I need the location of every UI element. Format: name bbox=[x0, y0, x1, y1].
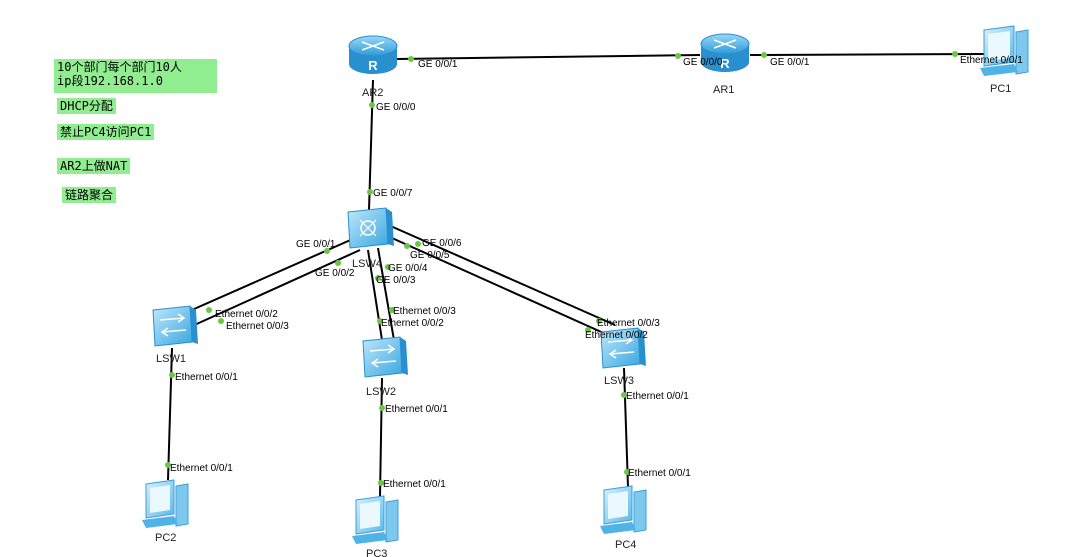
switch-icon bbox=[600, 327, 646, 369]
switch-lsw1[interactable]: LSW1 bbox=[152, 305, 198, 365]
device-label-pc1: PC1 bbox=[990, 83, 1011, 95]
port-label: GE 0/0/4 bbox=[388, 263, 428, 274]
router-ar1[interactable]: R AR1 bbox=[700, 33, 750, 96]
port-label: GE 0/0/0 bbox=[683, 57, 723, 68]
svg-text:R: R bbox=[368, 58, 378, 73]
port-label: Ethernet 0/0/3 bbox=[393, 306, 456, 317]
pc-pc4[interactable]: PC4 bbox=[600, 485, 647, 551]
link-ar1-pc1 bbox=[749, 53, 986, 56]
switch-icon bbox=[152, 305, 198, 347]
router-icon: R bbox=[348, 35, 398, 74]
note-dhcp: DHCP分配 bbox=[57, 98, 116, 114]
port-label: GE 0/0/7 bbox=[373, 188, 413, 199]
port-label: Ethernet 0/0/2 bbox=[585, 330, 648, 341]
note-acl: 禁止PC4访问PC1 bbox=[57, 124, 155, 140]
device-label-lsw3: LSW3 bbox=[604, 375, 634, 387]
link-ar2-ar1 bbox=[396, 54, 701, 60]
link-lsw4-lsw2-a bbox=[367, 249, 383, 341]
port-label: Ethernet 0/0/1 bbox=[626, 391, 689, 402]
link-lsw4-lsw3-a bbox=[385, 223, 616, 326]
pc-pc3[interactable]: PC3 bbox=[352, 495, 399, 557]
device-label-pc3: PC3 bbox=[366, 548, 387, 557]
switch-lsw4[interactable]: LSW4 bbox=[347, 207, 394, 270]
port-label: GE 0/0/5 bbox=[410, 250, 450, 261]
port-label: Ethernet 0/0/1 bbox=[175, 372, 238, 383]
note-nat: AR2上做NAT bbox=[57, 158, 131, 174]
port-label: Ethernet 0/0/1 bbox=[628, 468, 691, 479]
port-label: GE 0/0/1 bbox=[296, 239, 336, 250]
port-label: GE 0/0/1 bbox=[418, 59, 458, 70]
device-label-lsw4: LSW4 bbox=[352, 258, 382, 270]
port-label: GE 0/0/2 bbox=[315, 268, 355, 279]
pc-icon bbox=[600, 485, 647, 534]
pc-pc1[interactable]: PC1 bbox=[980, 25, 1029, 95]
device-label-ar1: AR1 bbox=[713, 84, 734, 96]
pc-icon bbox=[142, 479, 189, 528]
port-label: Ethernet 0/0/1 bbox=[385, 404, 448, 415]
device-label-ar2: AR2 bbox=[362, 87, 383, 99]
switch-lsw2[interactable]: LSW2 bbox=[362, 336, 408, 398]
pc-pc2[interactable]: PC2 bbox=[142, 479, 189, 544]
link-lsw3-pc4 bbox=[623, 367, 629, 488]
port-label: GE 0/0/0 bbox=[376, 102, 416, 113]
link-lsw2-pc3 bbox=[379, 377, 383, 498]
port-label: Ethernet 0/0/2 bbox=[215, 309, 278, 320]
port-label: Ethernet 0/0/2 bbox=[381, 318, 444, 329]
link-lsw1-pc2 bbox=[167, 347, 173, 481]
note-requirements: 10个部门每个部门10人 ip段192.168.1.0 bbox=[54, 59, 217, 93]
link-lsw4-lsw3-b bbox=[382, 233, 609, 336]
router-icon: R bbox=[700, 33, 750, 72]
device-label-lsw1: LSW1 bbox=[156, 353, 186, 365]
port-label: Ethernet 0/0/1 bbox=[170, 463, 233, 474]
port-label: Ethernet 0/0/1 bbox=[383, 479, 446, 490]
device-label-pc2: PC2 bbox=[155, 532, 176, 544]
link-lsw4-lsw2-b bbox=[377, 247, 395, 341]
core-switch-icon bbox=[347, 207, 394, 249]
link-lsw4-lsw1-b bbox=[189, 249, 361, 328]
port-label: Ethernet 0/0/3 bbox=[597, 318, 660, 329]
port-label: GE 0/0/3 bbox=[376, 275, 416, 286]
link-ar2-lsw4 bbox=[368, 79, 374, 211]
port-dots bbox=[165, 51, 958, 486]
device-label-lsw2: LSW2 bbox=[366, 386, 396, 398]
pc-icon bbox=[980, 25, 1029, 76]
port-label: GE 0/0/6 bbox=[422, 238, 462, 249]
port-label: Ethernet 0/0/3 bbox=[226, 321, 289, 332]
switch-icon bbox=[362, 336, 408, 378]
svg-text:R: R bbox=[720, 56, 730, 71]
router-ar2[interactable]: R AR2 bbox=[348, 35, 398, 99]
switch-lsw3[interactable]: LSW3 bbox=[600, 327, 646, 387]
port-label: Ethernet 0/0/1 bbox=[960, 55, 1023, 66]
device-label-pc4: PC4 bbox=[615, 539, 636, 551]
port-label: GE 0/0/1 bbox=[770, 57, 810, 68]
note-link-aggregation: 链路聚合 bbox=[62, 187, 117, 203]
pc-icon bbox=[352, 495, 399, 544]
